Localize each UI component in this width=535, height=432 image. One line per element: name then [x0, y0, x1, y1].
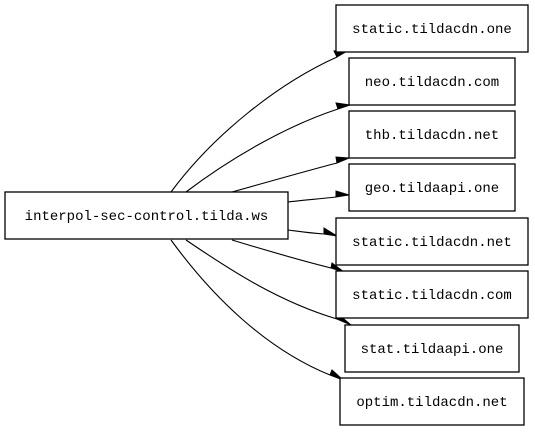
target-node-label: static.tildacdn.com — [352, 288, 512, 304]
arrowhead — [335, 102, 351, 110]
target-node-label: geo.tildaapi.one — [365, 181, 499, 197]
edge-3 — [287, 190, 350, 203]
source-node-box — [4, 191, 289, 240]
edge-5 — [231, 239, 345, 273]
edge-1 — [185, 102, 351, 193]
target-node-box — [335, 217, 529, 266]
target-node-label: stat.tildaapi.one — [361, 342, 504, 358]
target-node-box — [348, 163, 516, 212]
target-node-optim-tildacdn-net: optim.tildacdn.net — [339, 377, 525, 426]
target-node-box — [348, 110, 516, 159]
target-node-geo-tildaapi-one: geo.tildaapi.one — [348, 163, 516, 212]
target-node-label: static.tildacdn.net — [352, 235, 512, 251]
arrowhead — [335, 156, 350, 164]
edge-line — [185, 239, 338, 320]
edge-line — [287, 229, 325, 235]
target-node-label: neo.tildacdn.com — [365, 75, 499, 91]
target-node-box — [344, 324, 520, 373]
target-node-label: static.tildacdn.one — [352, 22, 512, 38]
source-node-label: interpol-sec-control.tilda.ws — [25, 209, 269, 225]
edge-line — [185, 108, 339, 193]
target-node-box — [335, 270, 529, 319]
target-node-thb-tildacdn-net: thb.tildacdn.net — [348, 110, 516, 159]
source-node: interpol-sec-control.tilda.ws — [4, 191, 289, 240]
edge-line — [170, 56, 338, 193]
edge-line — [170, 239, 331, 376]
target-node-static-tildacdn-net: static.tildacdn.net — [335, 217, 529, 266]
arrowhead — [335, 190, 350, 198]
edge-4 — [287, 227, 338, 237]
edge-7 — [170, 239, 344, 381]
arrowhead — [330, 262, 345, 273]
nodes-layer: interpol-sec-control.tilda.ws static.til… — [4, 4, 529, 426]
target-node-neo-tildacdn-com: neo.tildacdn.com — [348, 57, 516, 106]
target-node-static-tildacdn-com: static.tildacdn.com — [335, 270, 529, 319]
target-node-static-tildacdn-one: static.tildacdn.one — [335, 4, 529, 53]
edge-0 — [170, 49, 350, 193]
target-node-box — [339, 377, 525, 426]
edge-2 — [231, 156, 350, 193]
target-node-box — [348, 57, 516, 106]
target-node-label: optim.tildacdn.net — [356, 395, 507, 411]
edge-line — [287, 196, 337, 203]
edge-line — [231, 162, 338, 193]
target-node-box — [335, 4, 529, 53]
arrowhead — [323, 227, 338, 237]
edge-6 — [185, 239, 352, 326]
target-node-stat-tildaapi-one: stat.tildaapi.one — [344, 324, 520, 373]
target-node-label: thb.tildacdn.net — [365, 128, 499, 144]
edge-line — [231, 239, 332, 269]
